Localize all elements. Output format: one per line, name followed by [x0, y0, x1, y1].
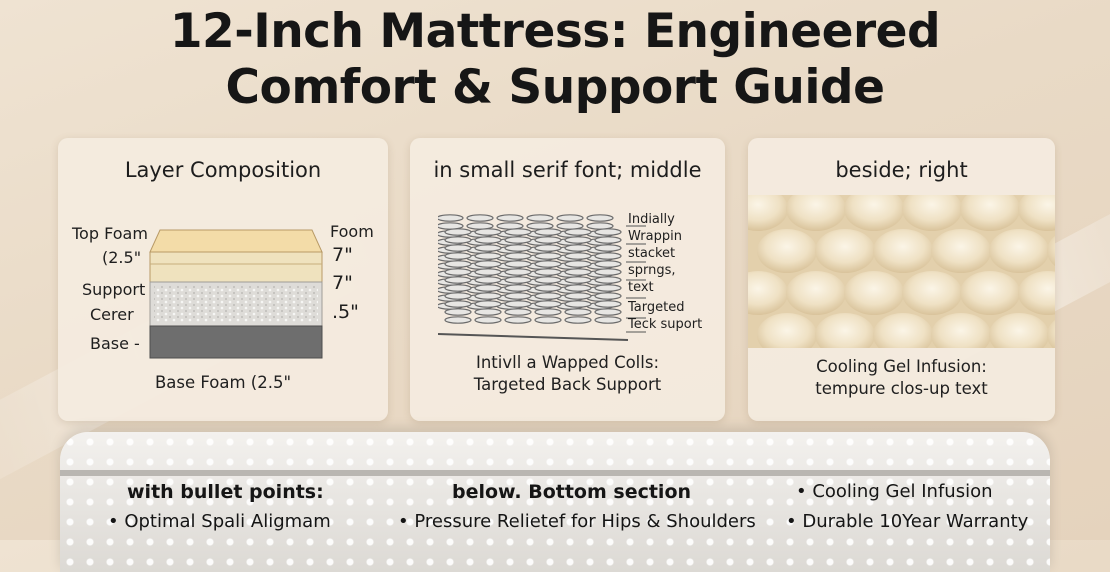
coil-caption-line-2: Targeted Back Support [473, 375, 662, 394]
base-foam-layer [149, 325, 323, 359]
coil-callout-3: stacket [628, 246, 676, 261]
top-foam-layer [149, 229, 323, 253]
coil-spring [594, 228, 622, 324]
benefit-item-warranty: • Durable 10Year Warranty [786, 511, 1029, 532]
coil-spring [504, 228, 532, 324]
foam-bump [786, 271, 846, 315]
foam-bump [815, 313, 875, 348]
foam-bump [902, 271, 962, 315]
gel-foam-closeup [748, 195, 1055, 348]
foam-bump [960, 271, 1020, 315]
layer-composition-heading: Layer Composition [124, 158, 322, 182]
page-title: 12-Inch Mattress: Engineered Comfort & S… [0, 4, 1110, 116]
layer-label-top-foam: Top Foam [72, 224, 148, 243]
gel-caption: Cooling Gel Infusion: tempure clos-up te… [748, 356, 1055, 400]
support-core-texture [154, 286, 318, 322]
benefit-item-pressure-relief: • Pressure Relietef for Hips & Shoulders [398, 511, 756, 532]
coil-caption: Intivll a Wapped Colls: Targeted Back Su… [410, 352, 725, 396]
layer-label-support: Support [82, 280, 146, 299]
mattress-edge-band [60, 470, 1050, 476]
foam-bump [786, 195, 846, 231]
layer-right-label-foam: Foom [330, 222, 374, 241]
foam-bump [844, 271, 904, 315]
foam-bump [931, 313, 991, 348]
foam-bump [902, 195, 962, 231]
benefit-item-alignment: • Optimal Spali Aligmam [108, 511, 331, 532]
title-line-2: Comfort & Support Guide [225, 60, 885, 115]
foam-bump [873, 313, 933, 348]
coil-caption-line-1: Intivll a Wapped Colls: [475, 353, 660, 372]
foam-bump [989, 313, 1049, 348]
foam-bump [844, 195, 904, 231]
coil-base-line [438, 333, 629, 341]
foam-bump [931, 229, 991, 273]
foam-bump [757, 229, 817, 273]
layer-right-label-1: 7" [332, 244, 353, 266]
foam-bump [1047, 320, 1055, 348]
layer-composition-panel: Layer Composition Top Foam (2.5" Support… [58, 138, 388, 421]
coil-spring [564, 228, 592, 324]
gel-heading: beside; right [835, 158, 968, 182]
coil-callout-6: Targeted [628, 300, 685, 315]
gel-panel: beside; right Cooling Gel Infusion: temp… [748, 138, 1055, 421]
layer-right-label-3: .5" [332, 301, 359, 323]
comfort-foam-layer [149, 251, 323, 283]
benefits-heading-left: with bullet points: [127, 481, 324, 503]
benefits-heading-middle: below. Bottom section [452, 481, 692, 503]
coil-callout-4: sprngs, [628, 263, 676, 278]
layer-caption: Base Foam (2.5" [154, 373, 292, 392]
coil-panel: in small serif font; middle Indially Wra… [410, 138, 725, 421]
coil-callout-2: Wrappin [628, 229, 682, 244]
layer-right-label-2: 7" [332, 272, 353, 294]
title-line-1: 12-Inch Mattress: Engineered [169, 4, 941, 59]
coil-spring [474, 228, 502, 324]
foam-bump [748, 195, 788, 231]
coil-callout-7: Teck suport [628, 317, 703, 332]
coil-callout-5: text [628, 280, 654, 295]
foam-bump [1018, 271, 1055, 315]
foam-bump [1018, 195, 1055, 231]
layer-label-base: Base - [90, 334, 140, 353]
gel-caption-line-1: Cooling Gel Infusion: [816, 357, 987, 376]
coil-illustration [438, 214, 646, 341]
layer-label-core: Cerer [90, 305, 134, 324]
foam-bump [815, 229, 875, 273]
gel-caption-line-2: tempure clos-up text [815, 379, 988, 398]
foam-bump [989, 229, 1049, 273]
foam-bump [873, 229, 933, 273]
foam-bump [748, 271, 788, 315]
coil-callout-1: Indially [628, 212, 675, 227]
benefit-item-cooling: • Cooling Gel Infusion [796, 481, 993, 502]
coil-spring [534, 228, 562, 324]
coil-heading: in small serif font; middle [433, 158, 702, 182]
layer-diagram [149, 229, 323, 359]
foam-bump [960, 195, 1020, 231]
foam-bump [1047, 236, 1055, 266]
gel-foam-texture [748, 195, 1055, 348]
layer-label-thickness: (2.5" [102, 248, 142, 267]
coil-spring [444, 228, 472, 324]
foam-bump [757, 313, 817, 348]
